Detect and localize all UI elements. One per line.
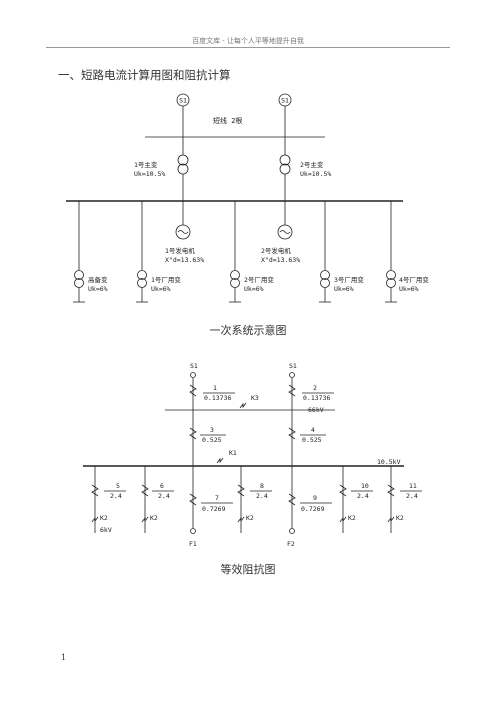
fault-k1-marker (216, 457, 224, 464)
imp-5-val: 2.4 (110, 492, 122, 500)
diagram1-caption: 一次系统示意图 (209, 324, 287, 337)
imp-source-label-left: S1 (190, 362, 198, 370)
imp-10kv-label: 10.5kV (377, 458, 401, 466)
aux-transformer-0-name: 高备变 (88, 275, 108, 284)
aux-transformer-branch-4: 4号厂用变 Uk=6% (385, 201, 429, 303)
imp-source-left (190, 372, 196, 378)
aux-transformer-branch-3: 3号厂用变 Uk=6% (319, 201, 364, 303)
aux-transformer-3-name: 3号厂用变 (334, 275, 364, 284)
diagram2-caption: 等效阻抗图 (220, 563, 276, 576)
page-number: 1 (61, 653, 67, 662)
imp-9-num: 9 (313, 494, 317, 502)
aux-transformer-1-uk: Uk=6% (151, 285, 171, 293)
imp-source-label-right: S1 (289, 362, 297, 370)
imp-5-num: 5 (116, 482, 120, 490)
imp-branch-11-fault: K2 (396, 514, 404, 522)
imp-66kv-label: 66kV (308, 406, 324, 414)
imp-8-val: 2.4 (256, 492, 268, 500)
imp-11-num: 11 (409, 482, 417, 490)
imp-branch-5: K2 6kV (91, 466, 112, 534)
main-transformer-1-name: 1号主变 (134, 160, 158, 169)
imp-10-num: 10 (361, 482, 369, 490)
main-transformer-1 (177, 154, 189, 166)
imp-3-val: 0.525 (202, 436, 222, 444)
imp-branch-10: K2 (339, 466, 356, 533)
imp-branch-6-fault: K2 (150, 514, 158, 522)
imp-6-num: 6 (160, 482, 164, 490)
imp-2-num: 2 (313, 384, 317, 392)
imp-branch-11: K2 (387, 466, 404, 533)
source-label-right: S1 (281, 97, 289, 105)
generator-2-xd: X"d=13.63% (261, 256, 300, 264)
generator-node-f1 (190, 528, 196, 534)
imp-2-val: 0.13736 (303, 394, 330, 402)
aux-transformer-branch-1: 1号厂用变 Uk=6% (136, 201, 181, 303)
header-rule (46, 47, 450, 48)
generator-1-name: 1号发电机 (165, 246, 195, 255)
imp-6kv-label: 6kV (100, 526, 112, 534)
impedance-diagram: S1 S1 66kV 10.5kV 1 0.13736 2 0.13736 3 … (83, 362, 422, 548)
aux-transformer-branch-2: 2号厂用变 Uk=6% (229, 201, 274, 303)
imp-9-val: 0.7269 (301, 505, 325, 513)
aux-transformer-4-uk: Uk=6% (399, 285, 419, 293)
generator-1 (175, 224, 191, 240)
imp-7-num: 7 (215, 494, 219, 502)
fault-k3-marker (239, 402, 247, 409)
imp-4-val: 0.525 (302, 436, 322, 444)
imp-1-val: 0.13736 (204, 394, 231, 402)
imp-3-num: 3 (210, 426, 214, 434)
main-transformer-2-uk: Uk=10.5% (300, 170, 331, 178)
aux-transformer-4-name: 4号厂用变 (399, 275, 429, 284)
fault-k3-label: K3 (251, 394, 259, 402)
imp-branch-8: K2 (237, 466, 254, 533)
imp-branch-5-fault: K2 (100, 514, 108, 522)
generator-node-f2 (289, 528, 295, 534)
aux-transformer-2-uk: Uk=6% (244, 285, 264, 293)
generator-2-name: 2号发电机 (261, 246, 291, 255)
imp-branch-10-fault: K2 (348, 514, 356, 522)
aux-transformer-branch-0: 高备变 Uk=6% (73, 201, 108, 303)
generator-2 (277, 224, 293, 240)
imp-source-right (289, 372, 295, 378)
generator-node-f2-label: F2 (287, 540, 295, 548)
aux-transformer-3-uk: Uk=6% (334, 285, 354, 293)
generator-node-f1-label: F1 (189, 540, 197, 548)
generator-1-xd: X"d=13.63% (165, 256, 204, 264)
main-transformer-2-name: 2号主变 (300, 160, 324, 169)
main-transformer-2 (279, 154, 291, 166)
imp-branch-8-fault: K2 (246, 514, 254, 522)
source-label-left: S1 (179, 97, 187, 105)
imp-4-num: 4 (311, 426, 315, 434)
imp-branch-6: K2 (141, 466, 158, 533)
page-header: 百度文库 - 让每个人平等地提升自我 (192, 37, 304, 45)
imp-10-val: 2.4 (357, 492, 369, 500)
aux-transformer-0-uk: Uk=6% (88, 285, 108, 293)
fault-k1-label: K1 (229, 449, 237, 457)
aux-transformer-2-name: 2号厂用变 (244, 275, 274, 284)
imp-7-val: 0.7269 (202, 505, 226, 513)
line-label: 短线 2根 (213, 116, 242, 125)
primary-system-diagram: S1 S1 短线 2根 1号主变 Uk=10.5% 2号主变 Uk=10.5% … (66, 93, 429, 303)
section-title: 一、短路电流计算用图和阻抗计算 (58, 68, 231, 82)
imp-11-val: 2.4 (406, 492, 418, 500)
aux-transformer-1-name: 1号厂用变 (151, 275, 181, 284)
imp-8-num: 8 (260, 482, 264, 490)
imp-6-val: 2.4 (158, 492, 170, 500)
imp-1-num: 1 (213, 384, 217, 392)
main-transformer-1-uk: Uk=10.5% (134, 170, 165, 178)
